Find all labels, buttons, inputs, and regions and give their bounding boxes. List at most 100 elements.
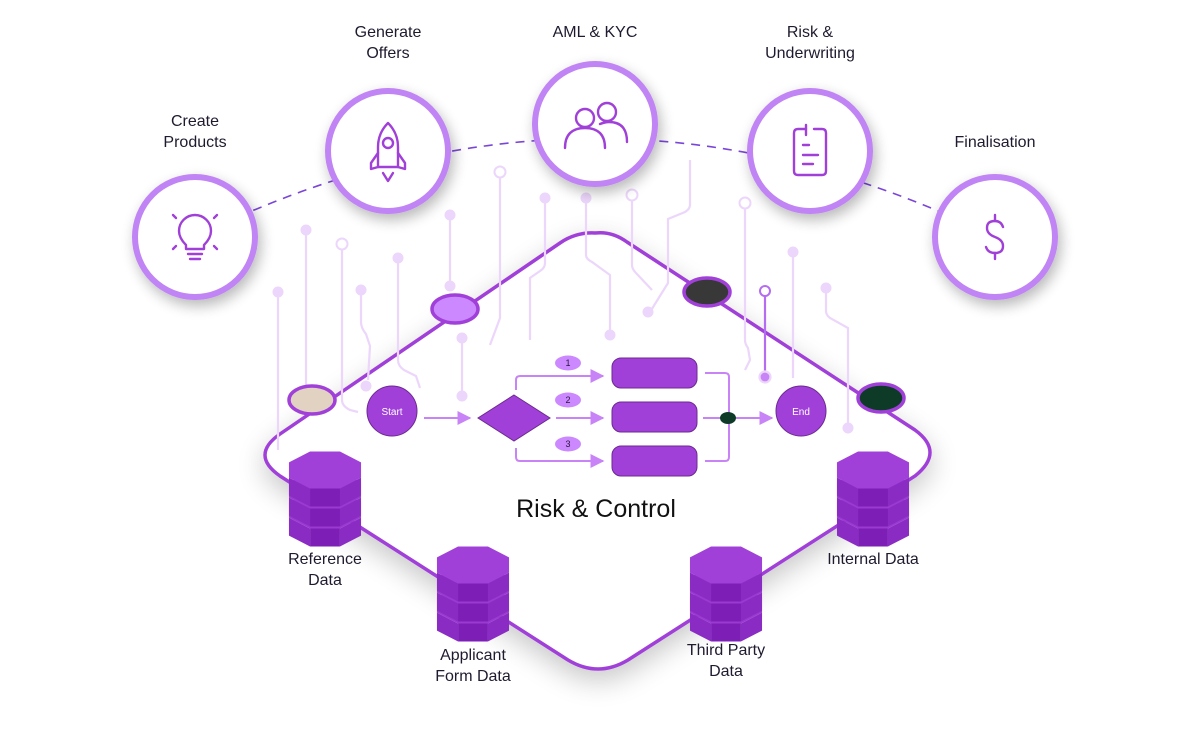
stage-label: Create [171,113,219,130]
database-label: Third Party [687,642,765,659]
branch-line-3 [515,448,605,468]
db-side-face [836,497,859,527]
db-side-face [339,477,362,507]
stage-label: Generate [355,24,422,41]
db-side-face [458,583,488,602]
db-side-face [689,592,712,622]
db-side-face [711,623,741,642]
stage-circle[interactable] [532,61,658,187]
db-top-face [288,451,362,489]
trace-node-dot [539,192,551,204]
db-side-face [487,612,510,642]
platform-title: Risk & Control [516,495,676,523]
circuit-trace [340,244,359,414]
db-top-face [689,546,763,584]
branch-badge-2 [555,392,581,408]
db-side-face [858,488,888,507]
trace-node-dot [444,280,456,292]
db-side-face [836,477,859,507]
stage-finalisation[interactable]: Finalisation [932,134,1058,300]
trace-node-dot [300,224,312,236]
db-side-face [487,592,510,622]
branch-badge-2-label: 2 [565,395,570,405]
circuit-trace [359,290,372,381]
trace-node-dot [820,282,832,294]
db-side-face [887,497,910,527]
db-side-face [740,572,763,602]
stage-circle[interactable] [747,88,873,214]
database-label: Applicant [440,647,506,664]
trace-node-dot [444,209,456,221]
circuit-trace [743,203,752,371]
trace-node-dot [758,370,772,384]
database-label: Internal Data [827,551,919,568]
db-side-face [436,592,459,622]
db-side-face [858,508,888,527]
db-side-face [740,592,763,622]
process-box-3[interactable] [611,445,698,477]
trace-node-ring [493,165,507,179]
stage-label: Underwriting [765,45,855,62]
process-box-2[interactable] [611,401,698,433]
clipboard-icon [792,123,828,177]
db-side-face [310,508,340,527]
end-label: End [792,407,810,418]
trace-node-dot [456,390,468,402]
db-side-face [887,517,910,547]
db-side-face [887,477,910,507]
stage-label: AML & KYC [553,24,638,41]
db-side-face [288,477,311,507]
database-internal-data[interactable]: Internal Data [827,451,919,568]
db-side-face [310,528,340,547]
db-side-face [836,517,859,547]
db-side-face [711,603,741,622]
circuit-trace [584,198,612,335]
trace-node-ring [759,285,771,297]
db-side-face [288,517,311,547]
dollar-icon [984,213,1005,261]
db-side-face [689,572,712,602]
stage-circle[interactable] [132,174,258,300]
trace-node-dot [642,306,654,318]
end-node[interactable] [775,385,827,437]
db-side-face [858,528,888,547]
decision-node[interactable] [477,394,551,442]
trace-node-dot [272,286,284,298]
stage-aml-kyc[interactable]: AML & KYC [532,24,658,187]
db-side-face [711,583,741,602]
db-side-face [339,497,362,527]
stage-connector-dashed [194,137,996,238]
branch-badge-1 [555,355,581,371]
db-side-face [458,623,488,642]
branch-line-1 [515,369,605,390]
process-box-1[interactable] [611,357,698,389]
port-lilac [430,293,480,325]
start-label: Start [381,407,402,418]
platform-outline [263,230,932,671]
trace-node-dot [392,252,404,264]
circuit-trace [396,258,422,389]
rocket-icon [369,121,407,183]
trace-node-dot [842,422,854,434]
stage-label: Offers [366,45,409,62]
circuit-trace [630,195,653,291]
db-side-face [288,497,311,527]
start-node[interactable] [366,385,418,437]
stage-risk-underwriting[interactable]: Risk &Underwriting [747,24,873,214]
merge-junction [720,412,736,424]
process-flow: Start 1 2 3 End [366,355,827,477]
circuit-trace [488,172,502,346]
trace-node-dot [355,284,367,296]
db-side-face [436,612,459,642]
circuit-trace [649,160,692,313]
database-label: Form Data [435,668,511,685]
stage-circle[interactable] [325,88,451,214]
